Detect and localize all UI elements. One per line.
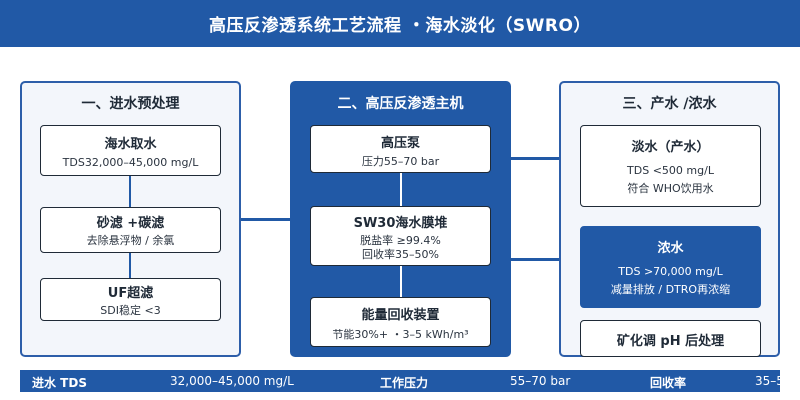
box-title: 海水取水 [104,137,157,152]
parameter-bar: 进水 TDS 32,000–45,000 mg/L 工作压力 55–70 bar… [20,370,780,392]
box-detail: TDS >70,000 mg/L [618,265,723,278]
box-title: SW30海水膜堆 [353,216,448,231]
box-detail: 压力55–70 bar [361,155,440,168]
box-detail: 脱盐率 ≥99.4% [360,234,441,247]
param-label-pressure: 工作压力 [380,376,429,390]
stage-product-brine: 三、产水 /浓水 淡水（产水） TDS <500 mg/L 符合 WHO饮用水 … [559,81,780,357]
stage-title: 二、高压反渗透主机 [337,96,464,112]
box-energy-recovery: 能量回收装置 节能30%+ ・3–5 kWh/m³ [310,297,491,347]
param-value-recovery: 35–50% [755,374,780,388]
box-detail: 符合 WHO饮用水 [627,182,714,195]
page-title: 高压反渗透系统工艺流程 ・海水淡化（SWRO） [0,0,800,47]
box-detail: TDS <500 mg/L [627,164,714,177]
connector-stage2-stage3-bottom [510,258,559,261]
box-high-pressure-pump: 高压泵 压力55–70 bar [310,125,491,173]
stage-title: 三、产水 /浓水 [622,96,717,112]
stage-pretreatment: 一、进水预处理 海水取水 TDS32,000–45,000 mg/L 砂滤 +碳… [20,81,241,357]
box-brine: 浓水 TDS >70,000 mg/L 减量排放 / DTRO再浓缩 [580,226,761,308]
box-seawater-intake: 海水取水 TDS32,000–45,000 mg/L [40,125,221,176]
connector-stage1-stage2 [241,218,290,221]
box-detail: SDI稳定 <3 [100,304,161,317]
connector-stage2-stage3-top [510,157,559,160]
stage-title: 一、进水预处理 [81,96,180,112]
param-label-feed-tds: 进水 TDS [32,376,87,390]
flow-line [129,253,131,278]
box-title: 矿化调 pH 后处理 [616,334,725,349]
box-detail: 去除悬浮物 / 余氯 [86,234,175,247]
box-sw30-membrane: SW30海水膜堆 脱盐率 ≥99.4% 回收率35–50% [310,206,491,266]
stage-high-pressure-ro: 二、高压反渗透主机 高压泵 压力55–70 bar SW30海水膜堆 脱盐率 ≥… [290,81,511,357]
box-title: 能量回收装置 [361,308,440,323]
flow-line [400,266,402,297]
box-title: 砂滤 +碳滤 [96,216,165,231]
param-value-pressure: 55–70 bar [510,374,571,388]
box-title: 浓水 [657,241,684,256]
flow-line [400,173,402,206]
box-title: 高压泵 [380,136,420,151]
box-uf-filter: UF超滤 SDI稳定 <3 [40,278,221,321]
box-title: 淡水（产水） [631,140,710,155]
box-detail: TDS32,000–45,000 mg/L [62,156,199,169]
box-title: UF超滤 [107,286,154,301]
box-sand-carbon-filter: 砂滤 +碳滤 去除悬浮物 / 余氯 [40,207,221,253]
box-freshwater-product: 淡水（产水） TDS <500 mg/L 符合 WHO饮用水 [580,125,761,207]
box-remineralization: 矿化调 pH 后处理 [580,320,761,357]
box-detail: 节能30%+ ・3–5 kWh/m³ [332,328,469,341]
box-detail: 回收率35–50% [362,248,439,261]
box-detail: 减量排放 / DTRO再浓缩 [610,283,731,296]
flow-line [129,176,131,207]
param-label-recovery: 回收率 [650,376,687,390]
param-value-feed-tds: 32,000–45,000 mg/L [170,374,294,388]
